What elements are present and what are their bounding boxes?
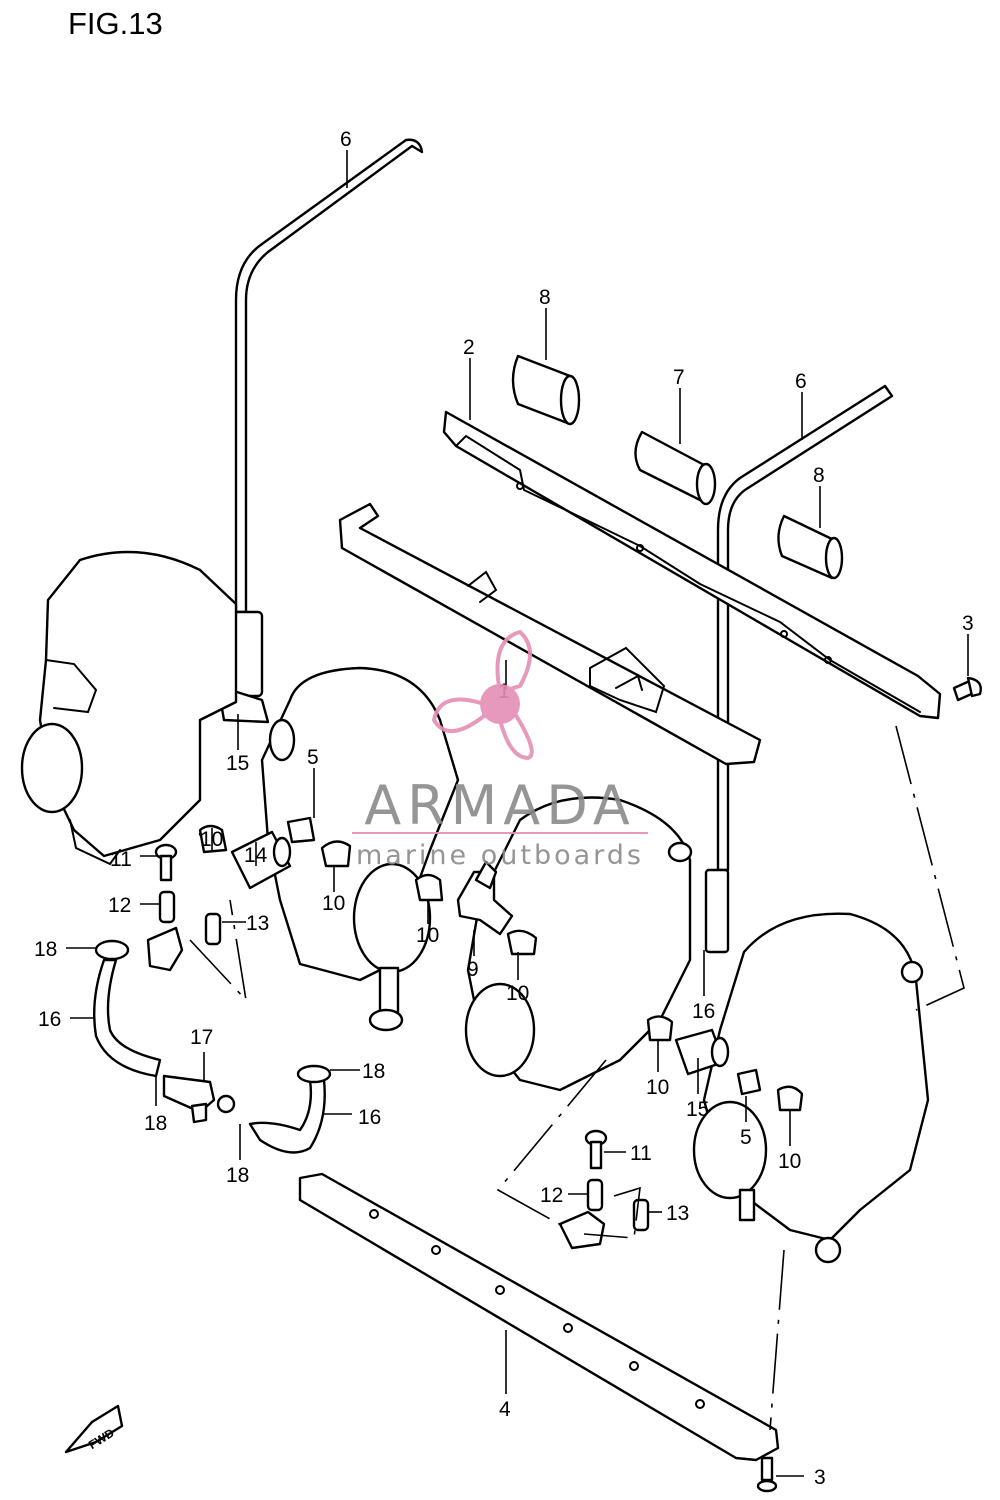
callout-10: 10	[322, 892, 345, 915]
callout-18: 18	[144, 1112, 167, 1135]
fitting-10-f	[776, 1085, 804, 1112]
callout-10: 10	[200, 828, 223, 851]
watermark: ARMADA marine outboards	[352, 629, 648, 871]
callout-18: 18	[34, 938, 57, 961]
carburetor-bracket	[338, 502, 762, 766]
fitting-10-d	[506, 929, 538, 956]
callout-13: 13	[246, 912, 269, 935]
rubber-sleeve-8-right	[777, 514, 844, 580]
figure-title: FIG.13	[68, 6, 163, 41]
callout-labels: 6 8 2 7 6 8 3 1 15 5 10 14 11 10 12 13 1…	[34, 128, 974, 1489]
callout-8: 8	[813, 464, 825, 487]
callout-18: 18	[362, 1060, 385, 1083]
callout-6: 6	[795, 370, 807, 393]
screw-11-right	[584, 1129, 608, 1170]
callout-7: 7	[673, 366, 685, 389]
adjuster-block-left	[146, 926, 184, 972]
spring-12-right	[586, 1178, 604, 1212]
callout-10: 10	[506, 982, 529, 1005]
joint-14	[230, 830, 292, 890]
callout-10: 10	[416, 924, 439, 947]
carburetor-1	[20, 550, 238, 866]
clip-5-right	[736, 1068, 762, 1096]
callout-14: 14	[244, 844, 268, 867]
callout-4: 4	[499, 1398, 511, 1421]
callout-8: 8	[539, 286, 551, 309]
callout-5: 5	[307, 746, 319, 769]
callout-12: 12	[108, 894, 131, 917]
carburetor-4	[692, 912, 930, 1264]
callout-16: 16	[38, 1008, 61, 1031]
clip-5-left	[286, 816, 316, 844]
bolt-3-lower	[756, 1456, 778, 1493]
clamp-18-a	[94, 939, 130, 961]
callout-5: 5	[740, 1126, 752, 1149]
callout-2: 2	[463, 336, 475, 359]
callout-15: 15	[226, 752, 249, 775]
vent-rod-left	[216, 138, 424, 724]
callout-17: 17	[190, 1026, 213, 1049]
callout-13: 13	[666, 1202, 689, 1225]
callout-6: 6	[340, 128, 352, 151]
callout-10: 10	[646, 1076, 669, 1099]
t-joint-9	[456, 860, 514, 936]
hose-16-left	[93, 958, 162, 1078]
hose-16-right	[248, 1064, 332, 1154]
callout-18: 18	[226, 1164, 249, 1187]
watermark-tagline: marine outboards	[356, 840, 644, 871]
callout-9: 9	[467, 958, 479, 981]
callout-3: 3	[962, 612, 974, 635]
bolt-3-upper	[952, 676, 982, 702]
carburetor-2	[260, 666, 460, 1032]
callout-10: 10	[778, 1150, 801, 1173]
callout-11: 11	[630, 1142, 652, 1165]
callout-15: 15	[686, 1098, 709, 1121]
fitting-10-b	[320, 840, 352, 868]
fwd-direction-marker: FWD	[64, 1404, 124, 1454]
callout-11: 11	[110, 848, 132, 871]
callout-12: 12	[540, 1184, 563, 1207]
joint-15-right	[674, 1028, 730, 1076]
callout-16: 16	[358, 1106, 381, 1129]
mounting-plate-lower	[298, 1172, 780, 1462]
assembly-center-lines	[189, 725, 965, 1431]
screw-11-left	[154, 843, 178, 882]
rubber-sleeve-7	[634, 430, 717, 506]
fitting-10-e	[646, 1015, 674, 1042]
spring-12-left	[158, 890, 176, 924]
callout-16: 16	[692, 1000, 715, 1023]
adjuster-block-right	[558, 1210, 606, 1250]
fitting-10-c	[414, 873, 444, 902]
watermark-brand: ARMADA	[364, 774, 636, 837]
spring-13-left	[204, 912, 222, 946]
watermark-rule	[352, 832, 648, 834]
rubber-sleeve-8-top	[511, 354, 581, 426]
joint-17	[162, 1074, 236, 1124]
propeller-logo	[431, 629, 534, 761]
vent-rod-right	[704, 384, 894, 954]
carburetor-3	[464, 796, 693, 1092]
mounting-plate-upper	[442, 410, 942, 720]
callout-3: 3	[814, 1466, 826, 1489]
